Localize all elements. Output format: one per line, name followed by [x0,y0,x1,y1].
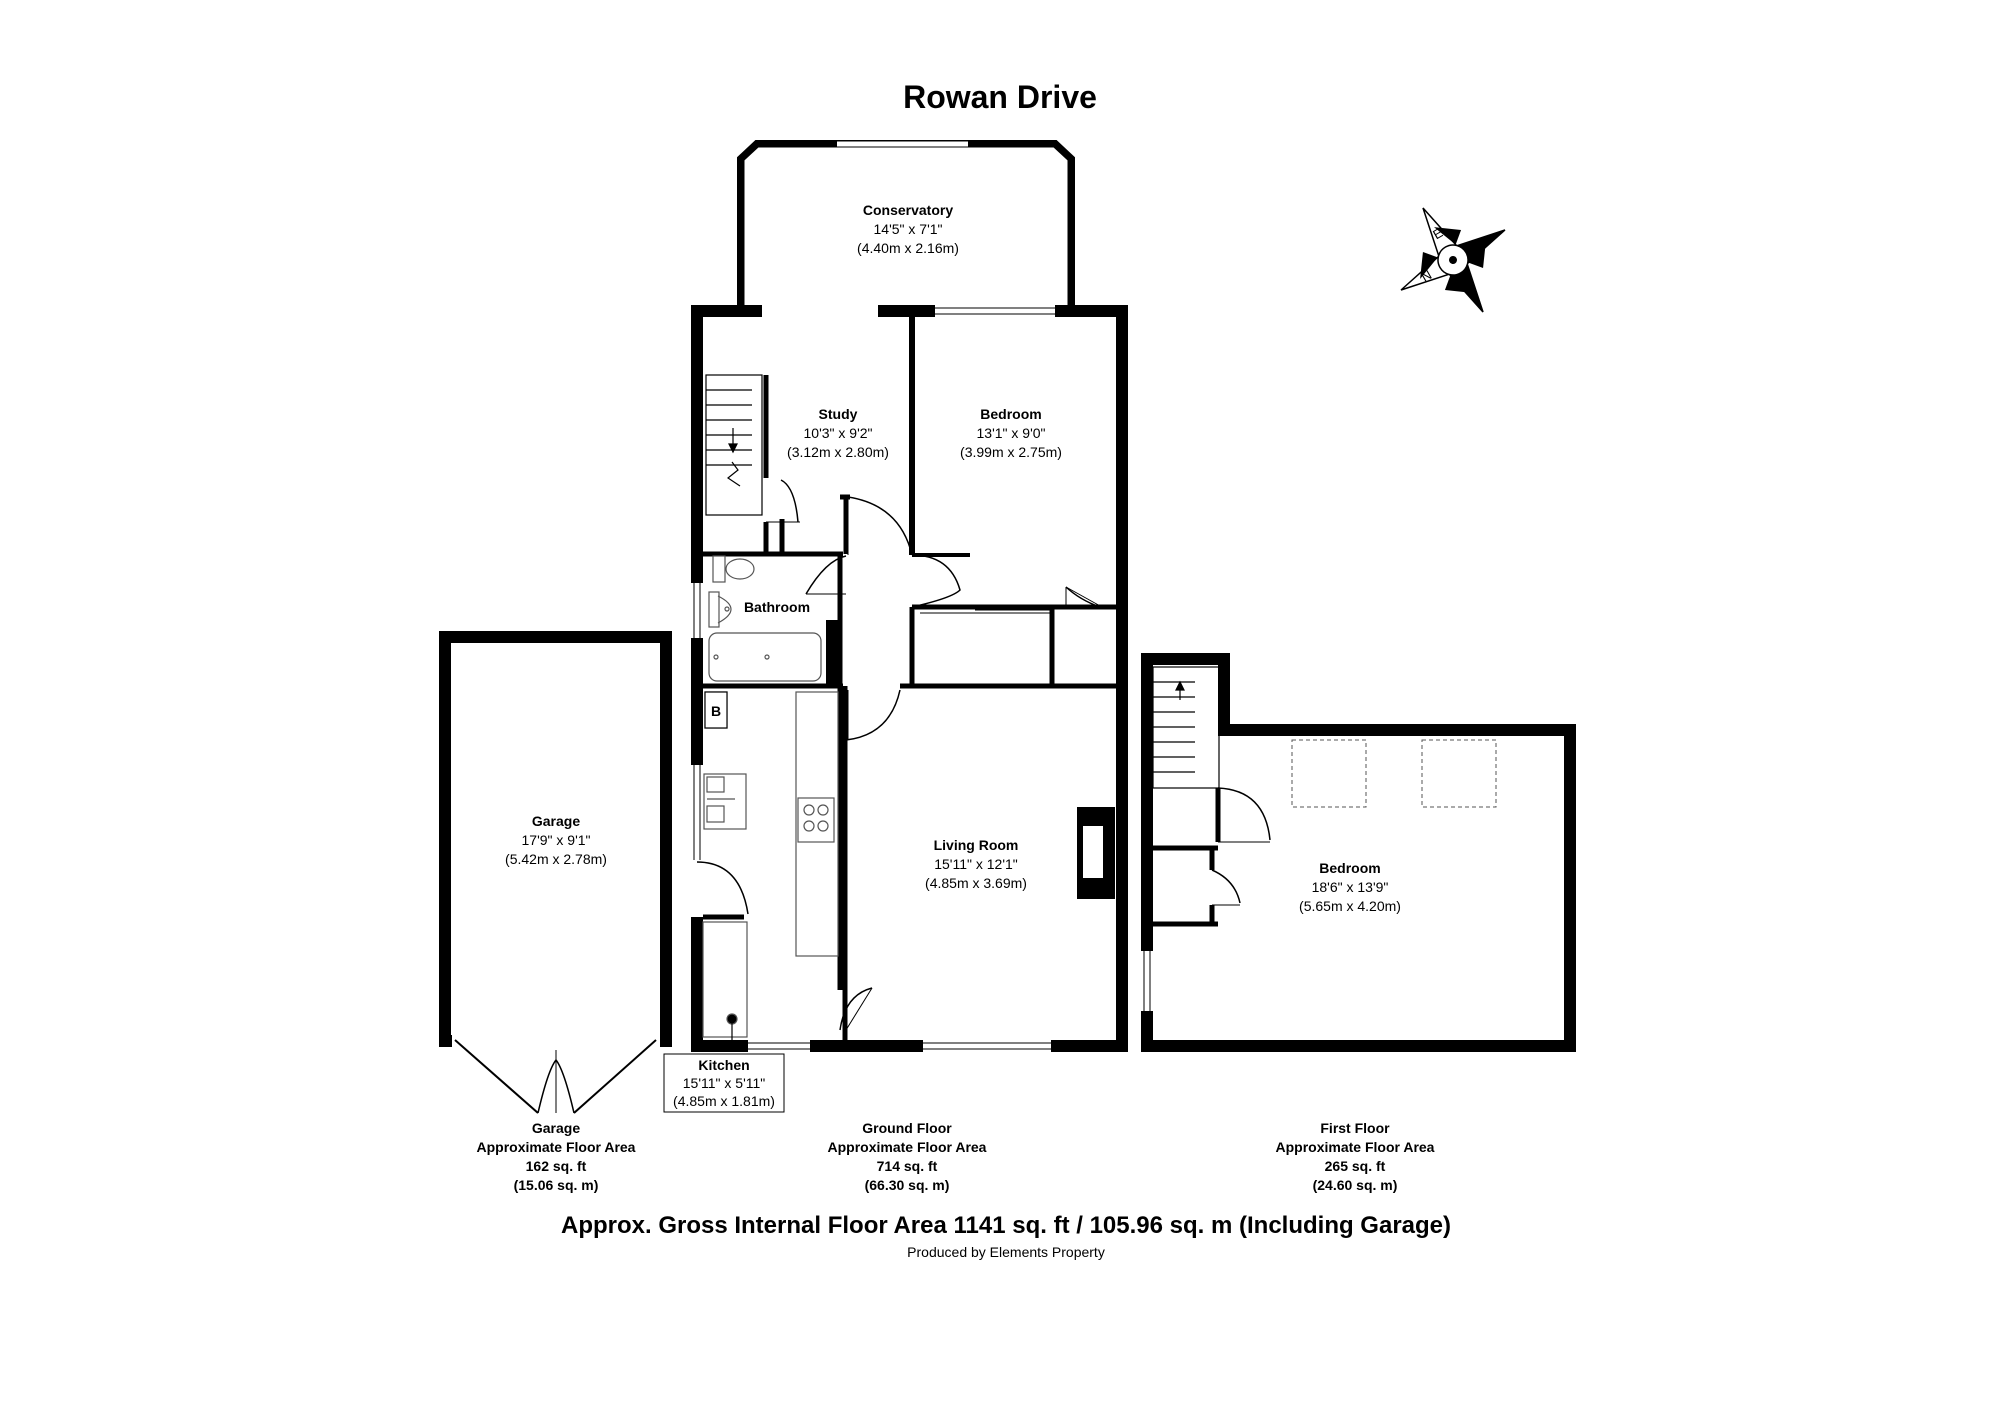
ground-area-block: Ground Floor Approximate Floor Area 714 … [828,1120,987,1193]
kitchen-imperial: 15'11" x 5'11" [683,1075,766,1091]
living-room-metric: (4.85m x 3.69m) [925,875,1027,891]
skylight-2 [1421,739,1497,808]
ground-area-line1: Ground Floor [862,1120,952,1136]
garage-imperial: 17'9" x 9'1" [522,832,591,848]
bedroom-ground-name: Bedroom [980,406,1041,422]
garage-area-line4: (15.06 sq. m) [514,1177,599,1193]
garage-area-line3: 162 sq. ft [526,1158,587,1174]
ground-floor: B Conservatory 14'5" x 7'1" (4.40m x 2.1… [663,140,1128,1113]
kitchen-name: Kitchen [698,1057,749,1073]
boiler-box [704,691,728,729]
garage-metric: (5.42m x 2.78m) [505,851,607,867]
first-area-line2: Approximate Floor Area [1276,1139,1435,1155]
garage-area-line2: Approximate Floor Area [477,1139,636,1155]
kitchen-fixtures [702,691,839,1040]
study-metric: (3.12m x 2.80m) [787,444,889,460]
first-area-line4: (24.60 sq. m) [1313,1177,1398,1193]
ground-area-line3: 714 sq. ft [877,1158,938,1174]
conservatory-name: Conservatory [863,202,953,218]
plan-title: Rowan Drive [903,79,1097,115]
ground-area-line2: Approximate Floor Area [828,1139,987,1155]
ground-area-line4: (66.30 sq. m) [865,1177,950,1193]
garage-name: Garage [532,813,580,829]
compass-rose: E W N S [1400,207,1506,313]
bedroom-first-metric: (5.65m x 4.20m) [1299,898,1401,914]
living-room-imperial: 15'11" x 12'1" [934,856,1018,872]
boiler-label: B [711,703,721,719]
gross-area-total: Approx. Gross Internal Floor Area 1141 s… [561,1212,1451,1239]
first-area-block: First Floor Approximate Floor Area 265 s… [1276,1120,1435,1193]
conservatory-imperial: 14'5" x 7'1" [874,221,943,237]
kitchen-label-box [663,1053,785,1113]
bathroom-name: Bathroom [744,599,810,615]
bedroom-ground-imperial: 13'1" x 9'0" [977,425,1046,441]
first-area-line1: First Floor [1320,1120,1390,1136]
bedroom-ground-metric: (3.99m x 2.75m) [960,444,1062,460]
ground-outer-wall [691,305,1128,1052]
first-floor-outer-wall [1141,653,1576,1052]
first-floor: Bedroom 18'6" x 13'9" (5.65m x 4.20m) [1141,653,1576,1052]
bedroom-first-imperial: 18'6" x 13'9" [1312,879,1389,895]
bathroom-fixtures [708,555,822,682]
bedroom-first-name: Bedroom [1319,860,1380,876]
garage-area-line1: Garage [532,1120,580,1136]
study-imperial: 10'3" x 9'2" [804,425,873,441]
first-area-line3: 265 sq. ft [1325,1158,1386,1174]
garage: Garage 17'9" x 9'1" (5.42m x 2.78m) [439,631,672,1114]
kitchen-metric: (4.85m x 1.81m) [673,1093,775,1109]
conservatory-metric: (4.40m x 2.16m) [857,240,959,256]
study-name: Study [819,406,858,422]
first-floor-stairs [1152,666,1220,789]
skylight-1 [1291,739,1367,808]
living-room-name: Living Room [934,837,1019,853]
producer-credit: Produced by Elements Property [907,1244,1105,1260]
study-stairs [705,374,763,516]
garage-area-block: Garage Approximate Floor Area 162 sq. ft… [477,1120,636,1193]
